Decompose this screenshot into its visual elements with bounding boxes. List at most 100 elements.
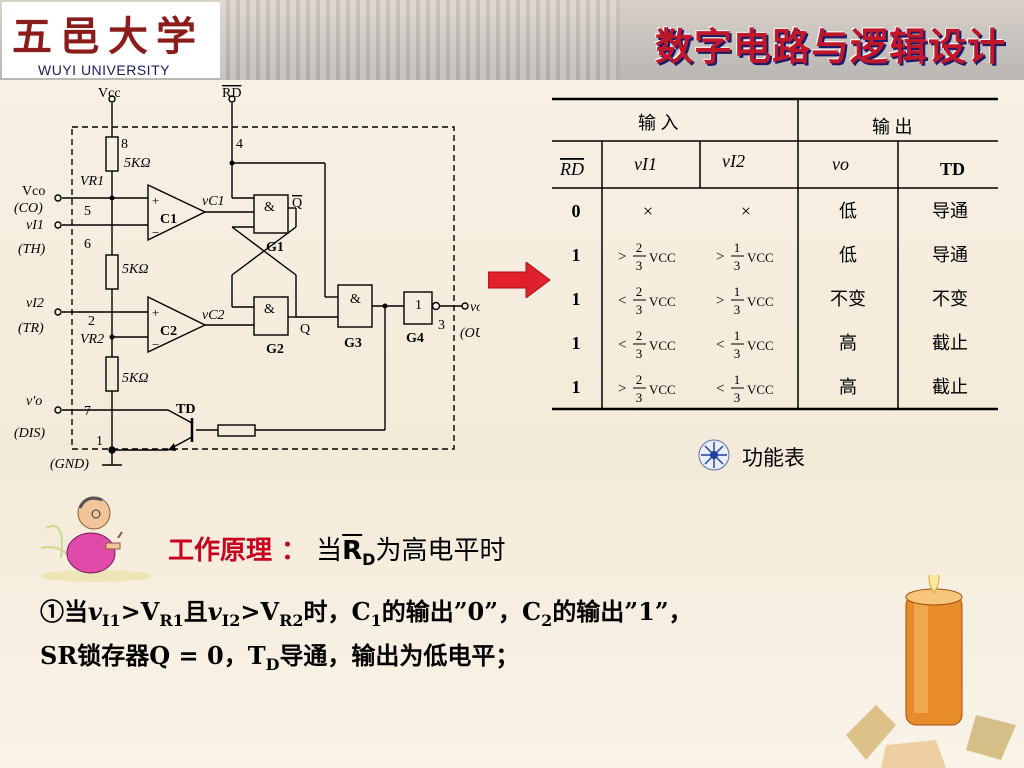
row-2-vi1-num: 2: [636, 284, 643, 299]
label-vr2: VR2: [80, 332, 104, 347]
slide-title: 数字电路与逻辑设计: [654, 25, 1006, 69]
row-2-vi1-den: 3: [636, 302, 643, 317]
row-2-vi1-op: <: [618, 293, 626, 309]
row-3-vi2-num: 1: [734, 328, 741, 343]
logo-english: WUYI UNIVERSITY: [38, 62, 170, 78]
label-td: TD: [176, 402, 195, 417]
base-resistor: [217, 424, 256, 437]
label-pin4: 4: [236, 137, 243, 152]
row-4-td: 截止: [932, 377, 968, 397]
label-g1: G1: [266, 240, 284, 255]
col-vi1: vI1: [634, 154, 657, 174]
row-2-vo: 不变: [830, 289, 866, 309]
resistor-2: [105, 254, 119, 290]
label-th: (TH): [18, 242, 46, 257]
label-one-g4: 1: [415, 298, 422, 313]
label-vo-prime: v'o: [26, 394, 42, 409]
row-2-vi2-op: >: [716, 293, 724, 309]
inverter-gate-g4: [403, 291, 433, 325]
row-1-vi2-vcc: VCC: [747, 250, 774, 265]
row-1-vi2-op: >: [716, 249, 724, 265]
label-and-g1: &: [264, 200, 275, 215]
svg-text:+: +: [152, 305, 159, 320]
col-vi2: vI2: [722, 151, 745, 171]
label-co: (CO): [14, 201, 43, 216]
label-vc1: vC1: [202, 194, 225, 209]
row-4-vi1-vcc: VCC: [649, 382, 676, 397]
svg-text:+: +: [152, 193, 159, 208]
label-qbar: Q: [292, 196, 302, 211]
label-pin3: 3: [438, 318, 445, 333]
label-c2: C2: [160, 324, 177, 339]
label-res1: 5KΩ: [124, 156, 150, 171]
function-table: 输 入 输 出 RD vI1 vI2 vo TD 0××低导通1>23VCC>1…: [552, 97, 998, 411]
row-3-vi2-vcc: VCC: [747, 338, 774, 353]
row-0-rd: 0: [572, 201, 581, 221]
row-2-vi2-den: 3: [734, 302, 741, 317]
row-1-rd: 1: [572, 245, 581, 265]
label-c1: C1: [160, 212, 177, 227]
row-3-vi2-op: <: [716, 337, 724, 353]
row-4-vi1-num: 2: [636, 372, 643, 387]
row-4-vi2-den: 3: [734, 390, 741, 405]
label-and-g3: &: [350, 292, 361, 307]
explanation-line-1: ①当vI1>VR1且vI2>VR2时，C1的输出”0”，C2的输出”1”，: [40, 597, 693, 630]
function-table-caption: 功能表: [742, 446, 805, 470]
comparator-c1: [147, 183, 207, 242]
row-1-vi1-op: >: [618, 249, 626, 265]
row-0-vi1: ×: [643, 201, 653, 221]
row-4-vo: 高: [839, 377, 857, 397]
label-pin5: 5: [84, 204, 91, 219]
label-pin2: 2: [88, 314, 95, 329]
table-header-output: 输 出: [872, 117, 913, 137]
principle-label: 工作原理 ：: [168, 536, 308, 566]
explanation-line-2: SR锁存器Q = 0，TD导通，输出为低电平；: [40, 641, 520, 674]
col-rd: RD: [559, 159, 584, 179]
label-vo: vo: [470, 300, 480, 315]
row-1-vi1-vcc: VCC: [649, 250, 676, 265]
row-2-td: 不变: [932, 289, 968, 309]
principle-suffix: 为高电平时: [375, 536, 506, 566]
label-vc2: vC2: [202, 308, 225, 323]
row-3-vo: 高: [839, 333, 857, 353]
table-header-input: 输 入: [638, 113, 679, 133]
row-1-vi2-den: 3: [734, 258, 741, 273]
label-g2: G2: [266, 342, 284, 357]
nand-gate-g2: [253, 296, 289, 336]
label-dis: (DIS): [14, 426, 45, 441]
cartoon-professor-icon: [40, 496, 151, 582]
row-2-rd: 1: [572, 289, 581, 309]
principle-heading: 工作原理 ： 当RD为高电平时: [168, 530, 505, 569]
principle-prefix: 当: [316, 536, 343, 566]
row-2-vi1-vcc: VCC: [649, 294, 676, 309]
row-0-vi2: ×: [741, 201, 751, 221]
row-3-vi1-op: <: [618, 337, 626, 353]
row-1-td: 导通: [932, 245, 968, 265]
label-g4: G4: [406, 331, 424, 346]
label-pin7: 7: [84, 404, 91, 419]
svg-text:−: −: [152, 337, 159, 352]
label-g3: G3: [344, 336, 362, 351]
row-3-vi2-den: 3: [734, 346, 741, 361]
row-3-vi1-den: 3: [636, 346, 643, 361]
principle-rd: R: [342, 536, 363, 566]
row-1-vi1-num: 2: [636, 240, 643, 255]
row-4-vi2-vcc: VCC: [747, 382, 774, 397]
label-pin1: 1: [96, 434, 103, 449]
row-4-vi2-op: <: [716, 381, 724, 397]
label-pin6: 6: [84, 237, 91, 252]
principle-rd-sub: D: [362, 550, 376, 570]
row-0-vo: 低: [839, 201, 857, 221]
row-3-rd: 1: [572, 333, 581, 353]
row-4-vi1-op: >: [618, 381, 626, 397]
row-3-td: 截止: [932, 333, 968, 353]
resistor-3: [105, 356, 119, 392]
row-4-rd: 1: [572, 377, 581, 397]
chip-outline: [71, 126, 455, 450]
ne555-circuit-diagram: Vcc RD 8 4 5KΩ 5KΩ 5KΩ VR1 VR2 Vco (CO) …: [14, 86, 480, 472]
row-1-vo: 低: [839, 245, 857, 265]
row-1-vi2-num: 1: [734, 240, 741, 255]
row-2-vi2-vcc: VCC: [747, 294, 774, 309]
